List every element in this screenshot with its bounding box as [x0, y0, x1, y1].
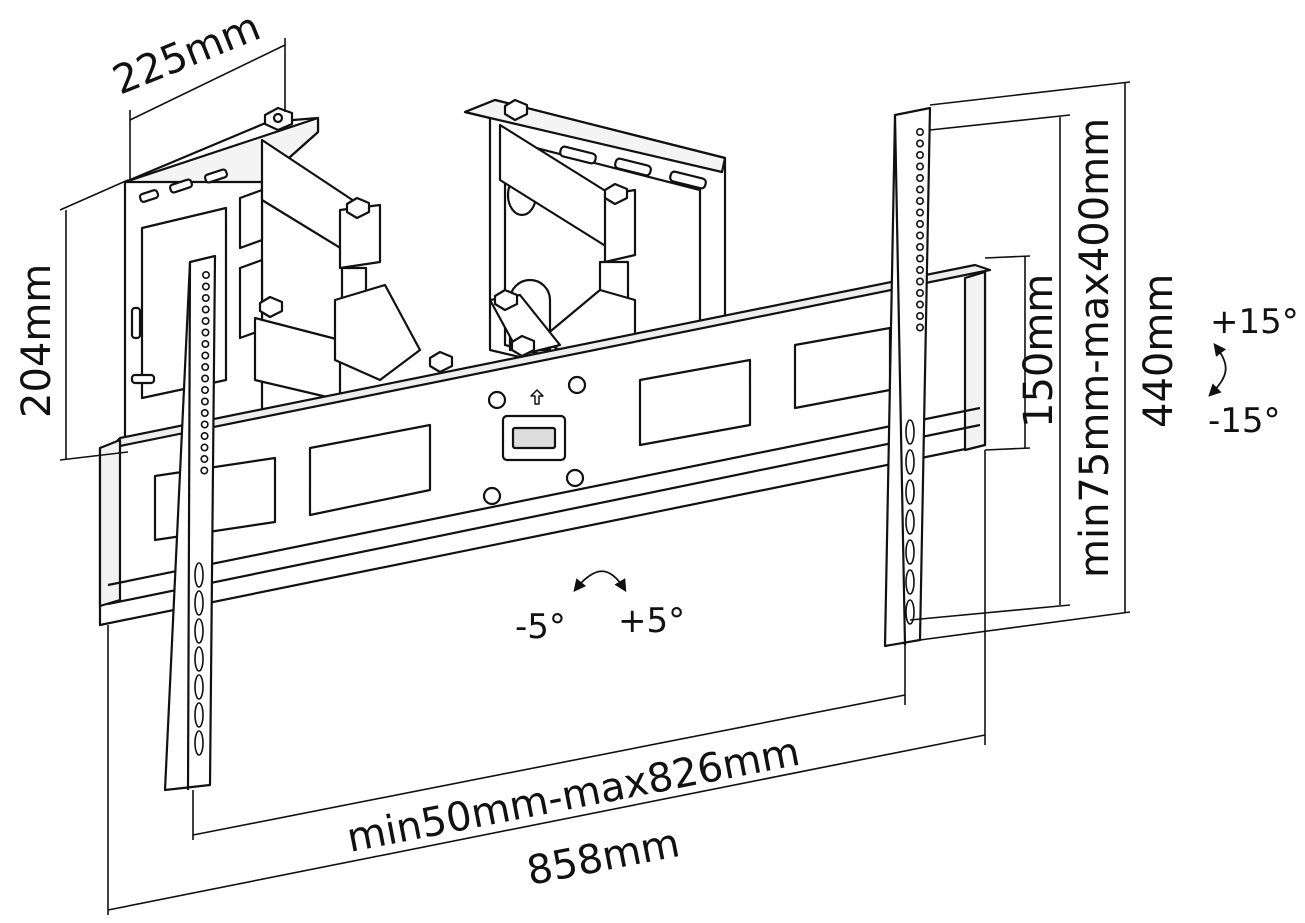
overall-width-label: 858mm — [523, 820, 683, 895]
right-vertical-strap — [883, 106, 932, 648]
strap-hole — [200, 431, 209, 440]
strap-hole — [200, 443, 209, 452]
strap-hole — [915, 139, 924, 148]
strap-hole — [915, 208, 924, 217]
strap-slot — [905, 509, 915, 535]
strap-hole — [915, 265, 924, 274]
strap-slot — [194, 590, 204, 616]
strap-hole — [915, 162, 924, 171]
depth-label: 225mm — [107, 4, 267, 104]
vesa-vertical-label: min75mm-max400mm — [1072, 118, 1118, 578]
strap-slot — [194, 562, 204, 588]
strap-hole — [200, 397, 209, 406]
strap-slot — [194, 702, 204, 728]
strap-hole — [915, 277, 924, 286]
strap-hole — [201, 362, 210, 371]
strap-hole — [201, 351, 210, 360]
strap-hole — [915, 243, 924, 252]
strap-slot — [905, 539, 915, 565]
plate-height-label: 204mm — [14, 264, 60, 418]
tilt-arrow-icon — [573, 570, 627, 593]
left-wall-plate — [123, 116, 320, 460]
strap-hole — [201, 282, 210, 291]
strap-hole — [915, 311, 924, 320]
strap-hole — [201, 305, 210, 314]
strap-hole — [915, 300, 924, 309]
strap-hole — [201, 339, 210, 348]
strap-hole — [200, 466, 209, 475]
strap-hole — [200, 408, 209, 417]
strap-slot — [905, 449, 915, 475]
strap-hole — [915, 185, 924, 194]
strap-slot — [905, 419, 915, 445]
strap-hole — [201, 293, 210, 302]
strap-slot — [905, 479, 915, 505]
strap-hole — [201, 328, 210, 337]
overall-height-label: 440mm — [1136, 274, 1182, 428]
strap-hole — [915, 323, 924, 332]
swivel-arrow-icon — [1208, 342, 1227, 397]
strap-slot — [194, 646, 204, 672]
strap-hole — [201, 316, 210, 325]
strap-slot — [194, 674, 204, 700]
strap-hole — [200, 454, 209, 463]
swivel-plus-label: +15° — [1210, 302, 1299, 342]
strap-holes — [194, 128, 924, 756]
strap-slot — [194, 618, 204, 644]
bolts — [258, 98, 629, 374]
rail-spacing-label: 150mm — [1016, 274, 1062, 428]
strap-hole — [201, 385, 210, 394]
strap-hole — [202, 270, 211, 279]
dimension-lines — [59, 38, 1131, 915]
strap-hole — [915, 254, 924, 263]
strap-hole — [915, 231, 924, 240]
strap-slot — [905, 569, 915, 595]
tilt-minus-label: -5° — [515, 607, 566, 647]
strap-hole — [915, 151, 924, 160]
strap-hole — [200, 420, 209, 429]
strap-slot — [194, 730, 204, 756]
swing-arms — [253, 123, 637, 402]
strap-hole — [915, 220, 924, 229]
strap-hole — [915, 174, 924, 183]
strap-hole — [915, 288, 924, 297]
tilt-plus-label: +5° — [618, 601, 685, 641]
strap-hole — [915, 128, 924, 137]
swivel-minus-label: -15° — [1208, 401, 1281, 441]
strap-slot — [905, 599, 915, 625]
rotation-arrows — [573, 342, 1227, 593]
strap-hole — [201, 374, 210, 383]
strap-hole — [915, 197, 924, 206]
